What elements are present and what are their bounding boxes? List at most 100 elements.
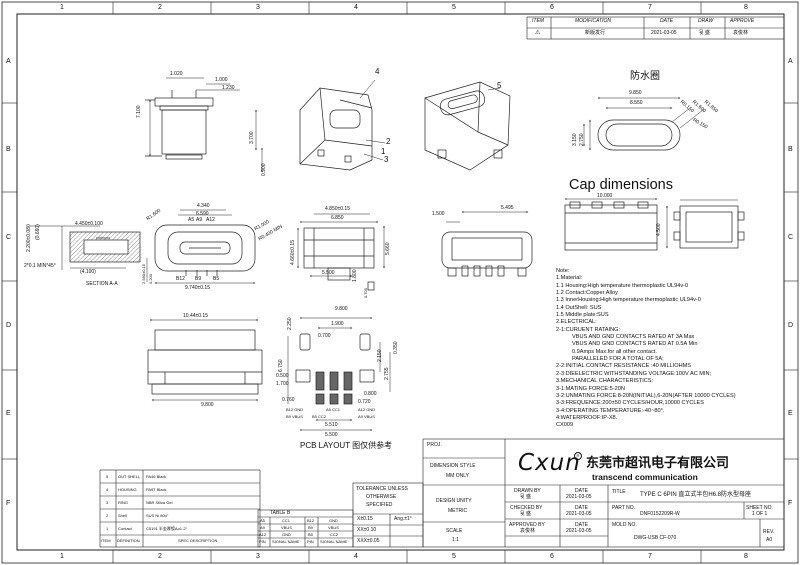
mat-no: 4 [106, 487, 109, 492]
rev-header-date: DATE [660, 18, 673, 24]
table-b-footer: PIN [259, 539, 266, 544]
dimension: 2.150 [377, 349, 383, 362]
tolerance-value: X±0.15 [357, 516, 373, 522]
table-b-cell: B12 [307, 518, 315, 523]
notes: Note: 1.Material: 1.1 Housing:High tempe… [556, 268, 792, 430]
checked-by-date: 2021-03-05 [566, 511, 592, 517]
note-line: VBUS AND GND CONTACTS RATED AT 0.5A Min [572, 341, 698, 348]
col-number: 6 [550, 553, 554, 560]
col-number: 8 [744, 553, 748, 560]
rev-header-item: ITEM [532, 18, 544, 24]
dimension: (4.100) [80, 269, 96, 275]
mat-name: Contact [118, 526, 132, 531]
pin-label: B12 GND [286, 407, 304, 412]
dimension: 0.760 [282, 397, 295, 403]
dimension: 1.500 [432, 211, 445, 217]
dimension: 9.800 [335, 306, 348, 312]
dimension: 2.750 [579, 133, 585, 146]
front-view [146, 209, 256, 284]
design-unity-label: DESIGN UNITY [436, 498, 472, 504]
pin-label: B12 [176, 276, 185, 282]
row-letter: F [788, 500, 793, 507]
col-number: 8 [744, 4, 748, 11]
pin-label: B9 [195, 276, 202, 282]
dimension: 5.495 [501, 205, 514, 211]
note-line: 1.Material: [556, 275, 583, 282]
note-line: 3.MECHANICAL CHARACTERISTICS: [556, 378, 654, 385]
pcb-caption: PCB LAYOUT 图仅供参考 [300, 441, 393, 450]
part-no: DNF0152209R-W [640, 511, 680, 517]
dimension: 2.755 [384, 367, 390, 380]
col-number: 4 [354, 553, 358, 560]
mold-no-label: MOLD NO. [612, 522, 637, 528]
company-name-cn: 东莞市超讯电子有限公司 [586, 455, 730, 470]
row-letter: F [6, 500, 11, 507]
proj-label: PROJ. [427, 442, 442, 448]
table-b-title: TABLE B [270, 510, 291, 516]
pin-label: A5 CC1 [326, 407, 341, 412]
col-number: 2 [158, 4, 162, 11]
col-number: 6 [550, 4, 554, 11]
row-letter: A [788, 58, 793, 65]
dimension: 0.700 [318, 333, 331, 339]
drawn-by-label: DRAWN BY [514, 488, 541, 494]
dimension: 9.850 [629, 90, 642, 96]
dimension: 1.230 [222, 85, 235, 91]
dimension: 2*0.1 MIN*45° [24, 263, 56, 269]
dimension: (0.660) [35, 224, 41, 240]
title-label: TITLE [612, 489, 626, 495]
dimension: 5.500 [322, 270, 335, 276]
dimension: 1.900 [331, 321, 344, 327]
dimension: 0.900 [261, 163, 267, 176]
dimension: 0.200 [148, 273, 153, 284]
note-line: CX009 [556, 422, 574, 429]
table-b-cell: A12 [259, 532, 267, 537]
dimension: 1.800 [352, 269, 358, 282]
tolerance-title: SPECIFIED [366, 502, 393, 508]
bottom-view [441, 211, 533, 277]
table-b-cell: GND [329, 518, 338, 523]
dimension: 8.550 [630, 100, 643, 106]
section-view [30, 225, 141, 270]
rev-header-draw: DRAW [698, 18, 714, 24]
mat-spec: NBR Silica Gel [146, 500, 173, 505]
mat-no: 3 [106, 500, 109, 505]
table-b-cell: VBUS [281, 525, 292, 530]
dimension: 5.510 [325, 422, 338, 428]
table-b-cell: B5 [308, 532, 313, 537]
mat-footer: ITEM [101, 538, 111, 543]
dimension: 5.500 [325, 432, 338, 438]
dimension: 4.450±0.100 [75, 221, 103, 227]
row-letter: B [788, 146, 793, 153]
side-view [297, 213, 385, 291]
note-line: 0.9Amps Max.for all other contact. [572, 348, 657, 355]
row-letter: D [788, 322, 794, 329]
dimension: 2.580±0.15 [141, 264, 146, 284]
note-line: PARALLELED FOR A TOTAL OF 5A; [572, 356, 664, 363]
drawn-by-name: 뒷 盛 [520, 494, 531, 500]
checked-by-label: CHECKED BY [510, 505, 543, 511]
mat-name: OUT SHELL [118, 474, 141, 479]
dimension: 6.850 [331, 215, 344, 221]
callout: 3 [384, 155, 389, 164]
mat-name: RING [118, 500, 128, 505]
note-line: 3-2:UNMATING FORCE:8-20N(INITIAL),6-20N(… [556, 392, 736, 399]
row-letter: A [6, 58, 11, 65]
note-line: 1.4 OutShell: SUS [556, 304, 602, 311]
col-number: 7 [648, 4, 652, 11]
col-number: 2 [158, 553, 162, 560]
dimension: 0.500 [276, 373, 289, 379]
dimension: 0.350 [393, 341, 399, 354]
col-number: 4 [354, 4, 358, 11]
dimension: 1.020 [170, 71, 183, 77]
table-b-footer: SIGNAL NAME [272, 539, 300, 544]
tolerance-title: OTHERWISE [366, 494, 397, 500]
checked-by-name: 뒷 盛 [520, 511, 531, 517]
pin-label: A9 VBUS [358, 414, 375, 419]
design-unity-value: METRIC [448, 508, 468, 514]
rev-approve: 袁俊林 [733, 30, 749, 36]
table-b-footer: SIGNAL NAME [320, 539, 348, 544]
row-letter: E [788, 410, 793, 417]
dimension-style-label: DIMENSION STYLE [430, 463, 476, 469]
